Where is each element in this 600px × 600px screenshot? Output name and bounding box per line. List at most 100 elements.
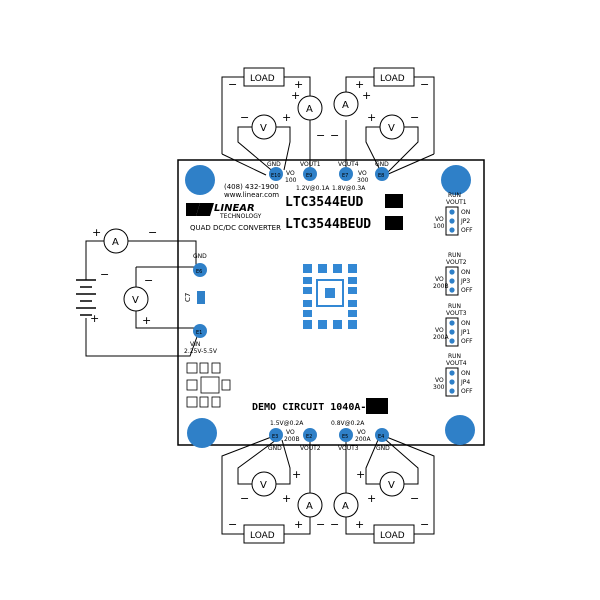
jumper-vout-label: VOUT2 — [446, 259, 467, 266]
jumper-vo-num: 300 — [433, 384, 445, 391]
jumper-pin — [449, 329, 455, 335]
br-gnd-label: GND — [376, 445, 390, 452]
turret-e8-label: E8 — [378, 173, 384, 179]
jumper-on-label: ON — [461, 209, 470, 216]
mount-hole-tl — [185, 165, 215, 195]
jumper-run-label: RUN — [448, 252, 461, 259]
voltmeter-tr-label: V — [388, 123, 395, 134]
jumper-pin — [449, 388, 455, 394]
jumper-vout-label: VOUT1 — [446, 199, 467, 206]
mount-hole-tr — [441, 165, 471, 195]
ic-footprint — [303, 264, 357, 329]
jumper-vo-num: 200A — [433, 334, 449, 341]
tl-vo-num: 100 — [285, 177, 297, 184]
load-label-br: LOAD — [380, 531, 405, 541]
demo-circuit-label: DEMO CIRCUIT 1040A- — [252, 402, 366, 413]
bl-spec: 1.5V@0.2A — [270, 420, 304, 427]
logo-text: LINEAR — [214, 203, 255, 214]
jumper-vo-label: VO — [435, 216, 444, 223]
minus-bl-a: − — [316, 518, 325, 531]
jumper-jp-label: JP1 — [460, 329, 470, 336]
turret-e10 — [269, 167, 283, 181]
jumper-on-label: ON — [461, 320, 470, 327]
load-label-tl: LOAD — [250, 74, 275, 84]
tl-spec: 1.2V@0.1A — [296, 185, 330, 192]
turret-e5-label: E5 — [342, 434, 348, 440]
jumper-pin — [449, 338, 455, 344]
jumper-pin — [449, 287, 455, 293]
load-box-bl: LOAD — [243, 524, 285, 544]
turret-e4 — [375, 428, 389, 442]
jumper-vo-num: 100 — [433, 223, 445, 230]
plus-br-a: + — [356, 468, 365, 481]
jumper-pin — [449, 209, 455, 215]
tr-vo: VO — [358, 170, 367, 177]
turret-e2 — [303, 428, 317, 442]
input-ammeter-label: A — [112, 237, 119, 248]
mount-hole-br — [445, 415, 475, 445]
input-range-label: 2.25V-5.5V — [184, 348, 218, 355]
output-vout2-bottom-left — [221, 435, 311, 535]
minus-br-v: − — [410, 492, 419, 505]
logo-subtext: TECHNOLOGY — [219, 213, 262, 220]
load-box-tl: LOAD — [243, 67, 285, 87]
input-a-minus: − — [148, 226, 157, 239]
output-vout3-bottom-right — [345, 435, 435, 535]
ammeter-bl — [297, 492, 323, 518]
minus-tl-load: − — [228, 78, 237, 91]
battery-minus: − — [100, 268, 109, 281]
plus-bl-load: + — [294, 518, 303, 531]
jumper-jp-label: JP4 — [460, 379, 470, 386]
bl-gnd-label: GND — [268, 445, 282, 452]
tl-vout-label: VOUT1 — [300, 161, 321, 168]
input-v-minus: − — [144, 274, 153, 287]
bl-vout-label: VOUT2 — [300, 445, 321, 452]
small-components — [186, 362, 231, 408]
jumper-on-label: ON — [461, 370, 470, 377]
c7-label: C7 — [184, 293, 192, 302]
jumper-vout-label: VOUT3 — [446, 310, 467, 317]
c7-cap — [197, 291, 205, 304]
voltmeter-tr — [379, 114, 405, 140]
board-subtitle: QUAD DC/DC CONVERTER — [190, 224, 281, 232]
jumper-off-label: OFF — [461, 227, 473, 234]
part-checkbox-1 — [385, 194, 403, 208]
jumper-off-label: OFF — [461, 287, 473, 294]
tr-spec: 1.8V@0.3A — [332, 185, 366, 192]
jumper-on-label: ON — [461, 269, 470, 276]
input-vin-label: VIN — [190, 341, 200, 348]
br-vo-num: 200A — [355, 436, 371, 443]
tl-vo: VO — [286, 170, 295, 177]
turret-e8 — [375, 167, 389, 181]
bl-vo: VO — [286, 429, 295, 436]
turret-e6-label: E6 — [196, 269, 202, 275]
input-v-plus: + — [142, 314, 151, 327]
plus-bl-a: + — [292, 468, 301, 481]
ammeter-bl-label: A — [306, 501, 313, 512]
jumper-pin — [449, 320, 455, 326]
turret-e2-label: E2 — [306, 434, 312, 440]
part-checkbox-2 — [385, 216, 403, 230]
voltmeter-bl-label: V — [260, 480, 267, 491]
plus-bl-v: + — [282, 492, 291, 505]
voltmeter-bl — [251, 471, 277, 497]
load-box-tr: LOAD — [373, 67, 415, 87]
jumper-pin — [449, 218, 455, 224]
jumper-off-label: OFF — [461, 338, 473, 345]
voltmeter-tl — [251, 114, 277, 140]
minus-bl-v: − — [240, 492, 249, 505]
input-gnd-label: GND — [193, 253, 207, 260]
turret-e10-label: E10 — [271, 173, 281, 179]
ammeter-tr — [333, 91, 359, 117]
pcb-board — [177, 159, 485, 446]
turret-e5 — [339, 428, 353, 442]
br-vo: VO — [357, 429, 366, 436]
voltmeter-tl-label: V — [260, 123, 267, 134]
ammeter-br — [333, 492, 359, 518]
plus-tl-a: + — [291, 89, 300, 102]
